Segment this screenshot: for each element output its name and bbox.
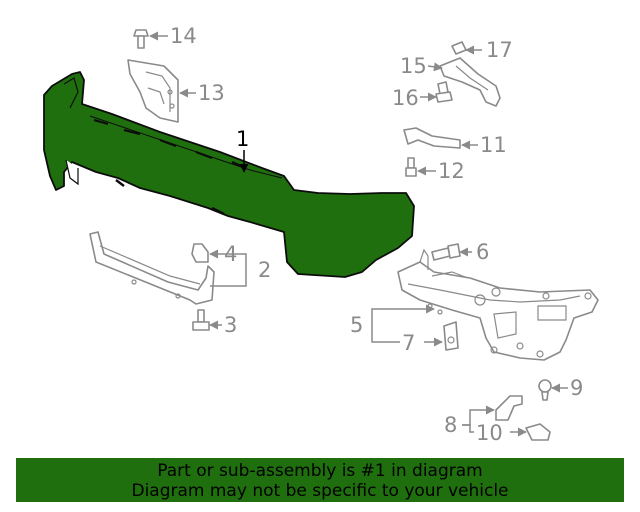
support-bracket-part-5[interactable] bbox=[397, 248, 599, 361]
bolt-part-3[interactable] bbox=[192, 309, 210, 331]
callout-11: 11 bbox=[480, 133, 507, 157]
lower-bracket-part-2[interactable] bbox=[89, 231, 215, 305]
leader-lines bbox=[149, 31, 568, 437]
callout-17: 17 bbox=[486, 38, 513, 62]
callout-3: 3 bbox=[224, 313, 237, 337]
callout-14: 14 bbox=[170, 24, 197, 48]
bolt-part-6[interactable] bbox=[431, 243, 461, 261]
callout-8: 8 bbox=[444, 413, 457, 437]
callout-4: 4 bbox=[224, 242, 237, 266]
clip-part-7[interactable] bbox=[443, 321, 459, 351]
callout-16: 16 bbox=[392, 86, 419, 110]
callout-9: 9 bbox=[570, 376, 583, 400]
callout-2: 2 bbox=[258, 258, 271, 282]
callout-6: 6 bbox=[476, 240, 489, 264]
clip-part-10[interactable] bbox=[525, 423, 551, 441]
bracket-part-11[interactable] bbox=[403, 127, 461, 149]
screw-part-14[interactable] bbox=[133, 29, 149, 49]
parts-diagram: 1 14 13 4 2 3 6 5 7 11 12 15 17 16 9 8 1… bbox=[43, 24, 599, 445]
callout-12: 12 bbox=[438, 159, 465, 183]
disclaimer-banner: Part or sub-assembly is #1 in diagram Di… bbox=[16, 458, 624, 502]
clip-part-4[interactable] bbox=[191, 243, 209, 263]
banner-line-2: Diagram may not be specific to your vehi… bbox=[131, 481, 509, 501]
bolt-part-16[interactable] bbox=[435, 81, 453, 103]
banner-line-1: Part or sub-assembly is #1 in diagram bbox=[157, 461, 483, 481]
bumper-cover-part-1[interactable] bbox=[43, 71, 415, 278]
bracket-part-15[interactable] bbox=[439, 57, 501, 107]
callout-10: 10 bbox=[476, 421, 503, 445]
callout-13: 13 bbox=[198, 81, 225, 105]
screw-part-12[interactable] bbox=[405, 157, 417, 177]
bracket-part-13[interactable] bbox=[127, 59, 179, 123]
push-clip-part-9[interactable] bbox=[538, 379, 552, 401]
bracket-part-8[interactable] bbox=[495, 395, 523, 421]
callout-labels: 1 14 13 4 2 3 6 5 7 11 12 15 17 16 9 8 1… bbox=[170, 24, 583, 445]
callout-1: 1 bbox=[236, 127, 249, 151]
clip-part-17[interactable] bbox=[451, 41, 467, 55]
callout-7: 7 bbox=[402, 331, 415, 355]
callout-5: 5 bbox=[350, 313, 363, 337]
callout-15: 15 bbox=[400, 54, 427, 78]
